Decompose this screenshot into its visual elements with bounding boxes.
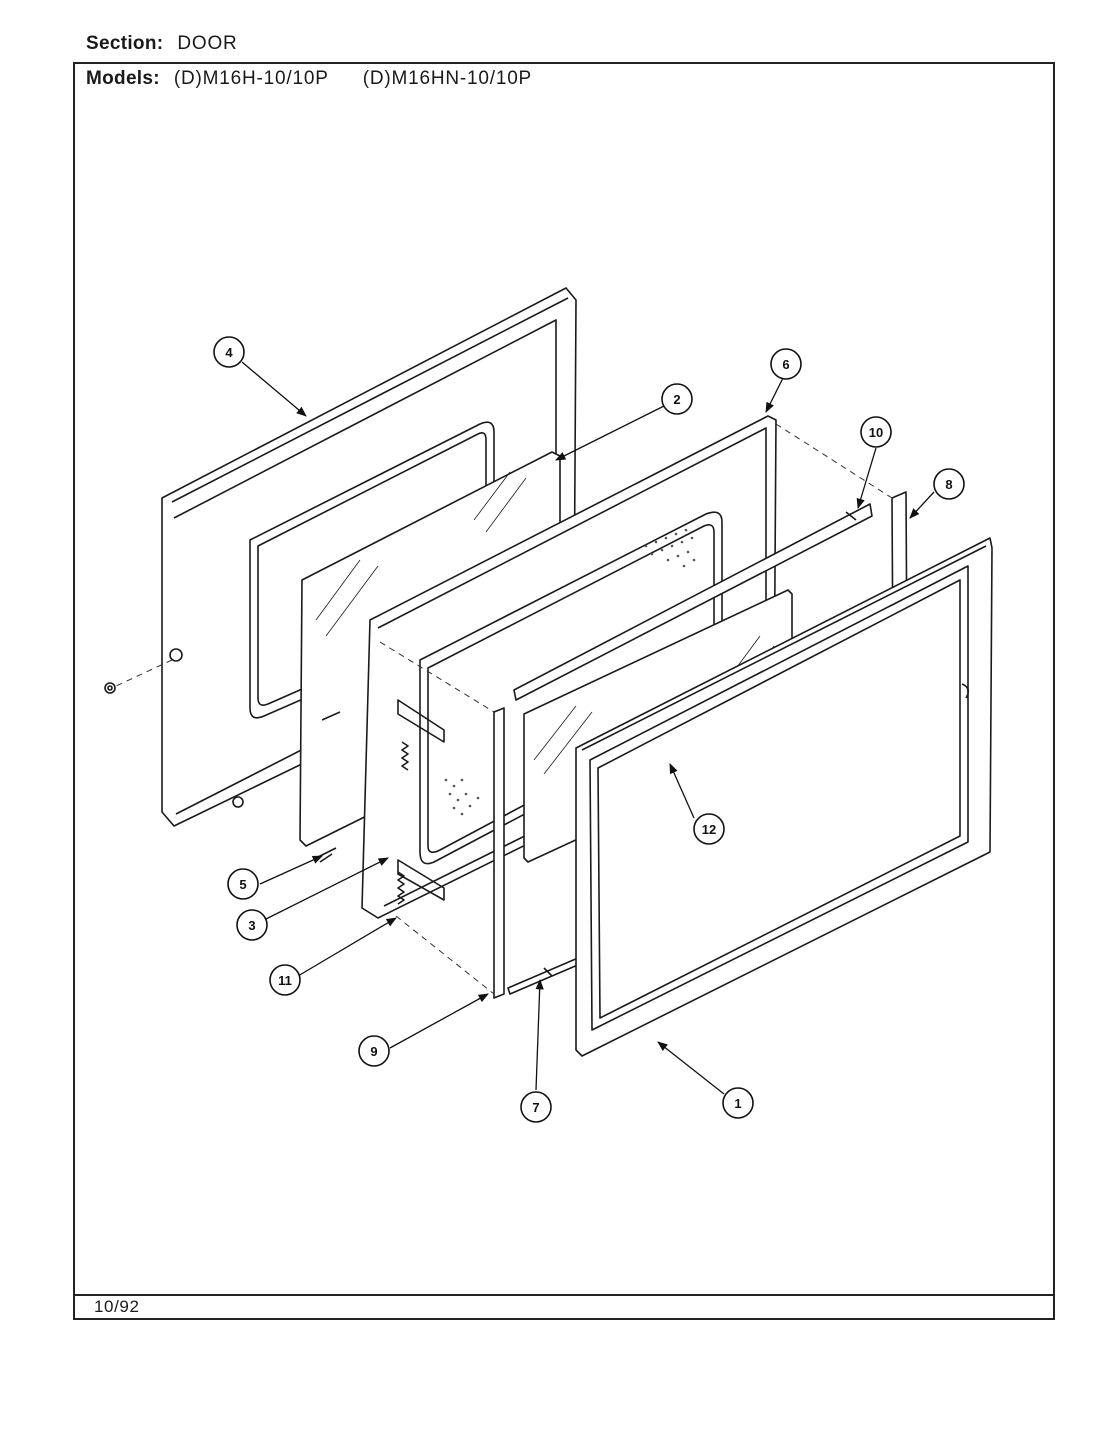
callout-label: 10	[869, 425, 883, 440]
leader-lines	[241, 361, 935, 1095]
callout-label: 5	[239, 877, 246, 892]
callout-8: 8	[933, 468, 965, 500]
front-door-frame	[575, 537, 993, 1057]
diagram-frame	[73, 62, 1055, 1320]
alignment-guides	[115, 423, 893, 995]
hinge-spring	[397, 741, 409, 905]
section-value: DOOR	[177, 33, 238, 54]
callout-label: 11	[278, 973, 292, 988]
section-label: Section:	[86, 33, 164, 54]
callout-4: 4	[213, 336, 245, 368]
callout-label: 8	[945, 477, 952, 492]
callout-2: 2	[661, 383, 693, 415]
callout-label: 1	[734, 1096, 741, 1111]
model-number: (D)M16H-10/10P	[173, 68, 329, 89]
bottom-door-trim	[507, 957, 581, 995]
left-vertical-trim	[493, 707, 505, 999]
callout-label: 9	[370, 1044, 377, 1059]
callout-label: 12	[702, 822, 716, 837]
revision-date: 10/92	[94, 1297, 140, 1316]
callout-label: 4	[225, 345, 233, 360]
callout-11: 11	[269, 964, 301, 996]
model-number: (D)M16HN-10/10P	[362, 68, 533, 89]
callout-1: 1	[722, 1087, 754, 1119]
callout-10: 10	[860, 416, 892, 448]
callout-12: 12	[693, 813, 725, 845]
callout-label: 2	[673, 392, 680, 407]
callout-label: 7	[532, 1100, 539, 1115]
models-label: Models:	[86, 68, 160, 89]
callout-label: 6	[782, 357, 789, 372]
callout-3: 3	[236, 909, 268, 941]
models-heading: Models: (D)M16H-10/10P (D)M16HN-10/10P	[86, 68, 532, 90]
callout-5: 5	[227, 868, 259, 900]
callout-7: 7	[520, 1091, 552, 1123]
hinge-assembly	[397, 699, 445, 901]
section-heading: Section: DOOR	[86, 33, 238, 55]
callout-6: 6	[770, 348, 802, 380]
callout-label: 3	[248, 918, 255, 933]
callout-9: 9	[358, 1035, 390, 1067]
top-door-trim	[513, 503, 873, 701]
footer-divider	[73, 1294, 1055, 1296]
